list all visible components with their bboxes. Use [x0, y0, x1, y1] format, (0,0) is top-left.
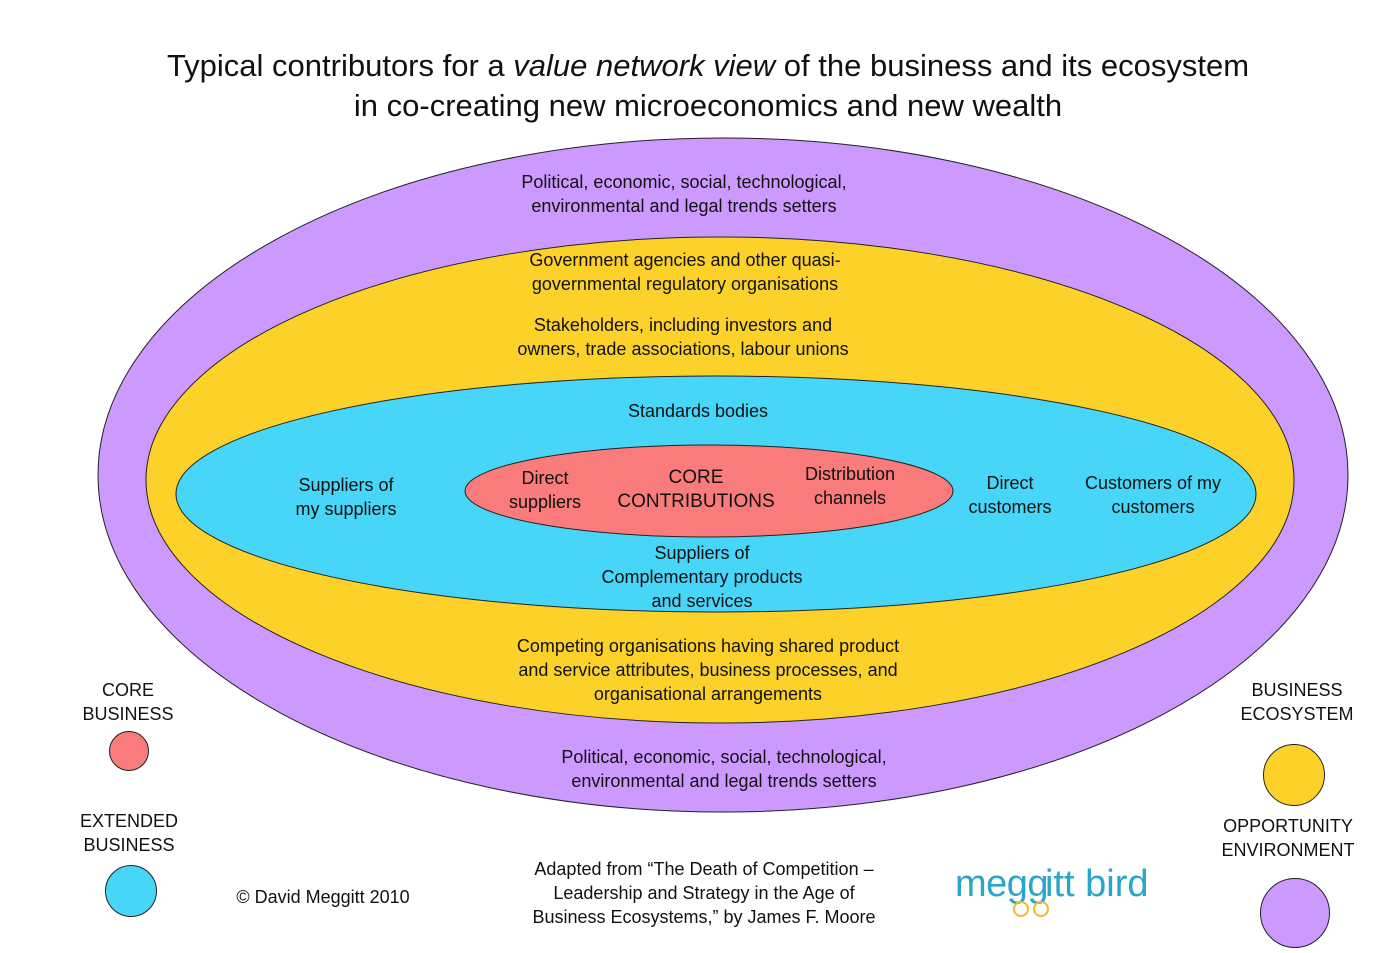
source-citation: Adapted from “The Death of Competition –…	[532, 859, 876, 927]
legend-extended-business-swatch	[105, 865, 157, 917]
meggitt-bird-logo: megg itt bird	[955, 852, 1165, 932]
legend-opportunity-environment-swatch	[1260, 878, 1330, 948]
government-agencies-label: Government agencies and other quasi-gove…	[529, 250, 841, 294]
copyright-text: © David Meggitt 2010	[236, 887, 410, 907]
opportunity-top-label: Political, economic, social, technologic…	[521, 172, 847, 216]
title-line-1: Typical contributors for a value network…	[166, 48, 1250, 83]
opportunity-bottom-label: Political, economic, social, technologic…	[561, 747, 887, 791]
legend-business-ecosystem-swatch	[1263, 744, 1325, 806]
svg-text:megg: megg	[955, 863, 1048, 905]
title-line-2: in co-creating new microeconomics and ne…	[353, 88, 1063, 123]
standards-bodies-label: Standards bodies	[627, 401, 769, 421]
svg-text:itt bird: itt bird	[1045, 863, 1148, 905]
legend-core-business-swatch	[109, 731, 149, 771]
diagram-title: Typical contributors for a value network…	[0, 46, 1388, 126]
competing-organisations-label: Competing organisations having shared pr…	[516, 636, 900, 704]
title-emphasis: value network view	[513, 48, 776, 83]
meggitt-bird-logo-mark: megg itt bird	[955, 863, 1148, 917]
core-business-ellipse	[464, 444, 954, 538]
